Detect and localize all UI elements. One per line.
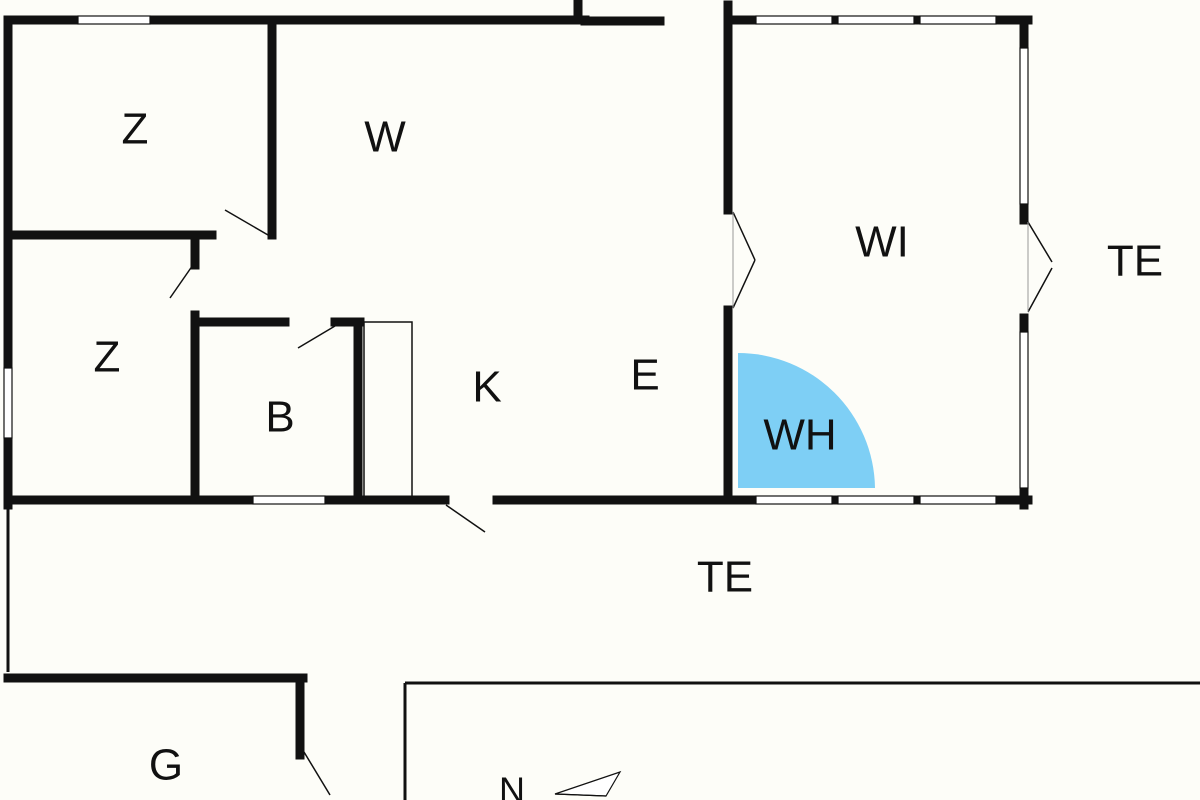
compass: N [499,770,622,800]
window [919,15,997,25]
window [1019,47,1029,205]
window [919,495,997,505]
window [837,15,915,25]
door-swing [445,504,486,533]
room-label-kitchen: K [472,363,501,412]
window [837,495,915,505]
window [3,367,13,439]
door-swing [303,751,331,796]
room-label-bathroom: B [265,393,294,442]
window [755,495,833,505]
door-swing [732,259,756,309]
site-outline [6,505,1200,800]
doors [169,209,1053,796]
door-swing [169,261,196,299]
window [252,495,326,505]
door-swing [732,211,756,261]
room-label-terrace-east: TE [1107,237,1163,286]
windows [3,15,1029,505]
door-swing [224,209,269,236]
door-swing [1027,221,1053,263]
kitchen-counter [363,321,413,498]
room-label-living: W [364,113,406,162]
room-label-winter-garden: WI [855,218,909,267]
door-swing [297,325,336,349]
window [77,15,151,25]
window [1019,331,1029,489]
north-arrow-icon [554,770,622,797]
room-label-bedroom-1: Z [122,105,149,154]
room-label-hot-tub: WH [763,411,836,460]
room-label-terrace-south: TE [697,553,753,602]
hot-tub-shape [738,353,875,488]
room-label-garage: G [149,741,183,790]
door-swing [1027,267,1053,313]
compass-label: N [499,770,525,800]
room-label-dining: E [630,351,659,400]
room-label-bedroom-2: Z [94,333,121,382]
window [755,15,833,25]
